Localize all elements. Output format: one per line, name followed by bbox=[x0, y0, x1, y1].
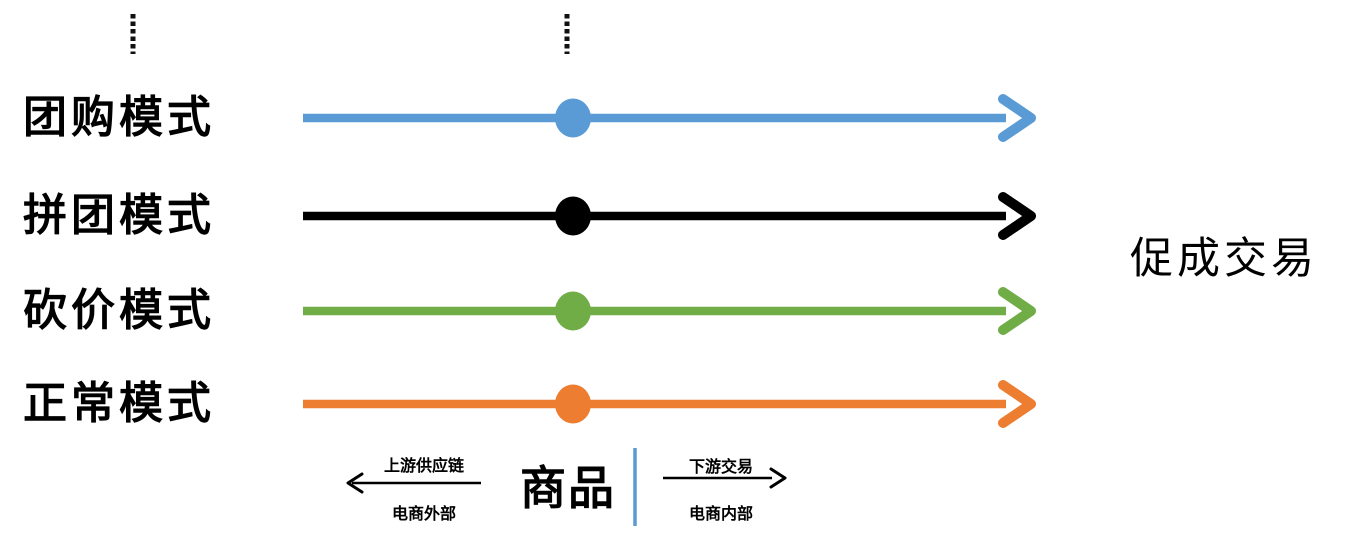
left-arrowhead-icon bbox=[346, 472, 364, 494]
downstream-arrow bbox=[663, 467, 787, 489]
mode-arrowhead-icon bbox=[998, 192, 1036, 240]
mode-dot bbox=[555, 196, 591, 236]
mode-arrow-row-pintuan bbox=[303, 192, 1036, 240]
mode-arrowhead-icon bbox=[998, 380, 1036, 428]
mode-dot bbox=[555, 291, 591, 331]
mode-arrow-row-bargain bbox=[303, 287, 1036, 335]
mode-label-pintuan: 拼团模式 bbox=[23, 191, 215, 240]
mode-label-normal: 正常模式 bbox=[23, 379, 215, 428]
right-arrowhead-icon bbox=[769, 467, 787, 489]
mode-arrow-row-normal bbox=[303, 380, 1036, 428]
downstream-trade-label: 下游交易 bbox=[688, 459, 753, 476]
ecommerce-external-label: 电商外部 bbox=[391, 506, 456, 523]
outcome-label: 促成交易 bbox=[1130, 235, 1318, 283]
mode-arrowhead-icon bbox=[998, 94, 1036, 142]
mode-dot bbox=[555, 384, 591, 424]
upstream-arrow bbox=[346, 472, 481, 494]
mode-dot bbox=[555, 98, 591, 138]
mode-label-groupbuy: 团购模式 bbox=[23, 93, 215, 142]
mode-arrow-row-groupbuy bbox=[303, 94, 1036, 142]
product-label: 商品 bbox=[520, 462, 616, 514]
mode-arrowhead-icon bbox=[998, 287, 1036, 335]
ecommerce-internal-label: 电商内部 bbox=[688, 506, 753, 523]
mode-label-bargain: 砍价模式 bbox=[23, 286, 215, 335]
upstream-supply-chain-label: 上游供应链 bbox=[383, 458, 464, 475]
